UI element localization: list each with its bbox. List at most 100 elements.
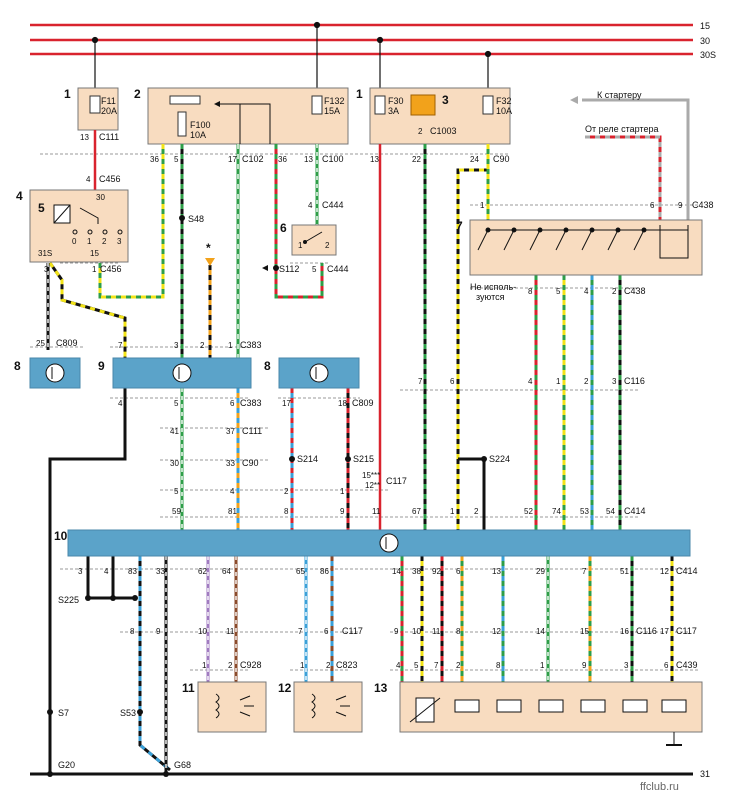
to-starter-label: К стартеру	[597, 90, 642, 100]
svg-text:6: 6	[664, 661, 669, 670]
svg-text:C117: C117	[342, 626, 363, 636]
splice-labels: S48 S112 S214 S215 S224 S225 S7 S53 G20 …	[58, 214, 510, 770]
injector-11: 11	[182, 681, 267, 733]
fuse-f132-label: F132	[324, 96, 345, 106]
component-6-label: 6	[280, 221, 287, 235]
svg-text:3: 3	[174, 341, 179, 350]
svg-text:7: 7	[434, 661, 439, 670]
fuse-f32-label: F32	[496, 96, 512, 106]
svg-text:S7: S7	[58, 708, 69, 718]
svg-text:S215: S215	[353, 454, 374, 464]
svg-text:6: 6	[450, 377, 455, 386]
svg-text:3: 3	[624, 661, 629, 670]
svg-text:30: 30	[96, 193, 105, 202]
rail-30-label: 30	[700, 36, 710, 46]
component-8b-label: 8	[264, 359, 271, 373]
unused-note-line1: Не исполь-	[470, 282, 516, 292]
component-8a-label: 8	[14, 359, 21, 373]
svg-text:16: 16	[620, 627, 629, 636]
svg-text:7: 7	[582, 567, 587, 576]
fuse-block-2: 2 F100 10A F132 15A	[134, 87, 349, 145]
ecu-10: 10	[54, 529, 691, 557]
svg-text:G20: G20	[58, 760, 75, 770]
svg-text:31S: 31S	[38, 249, 52, 258]
svg-text:4: 4	[86, 175, 91, 184]
svg-text:C414: C414	[676, 566, 698, 576]
svg-text:5: 5	[174, 487, 179, 496]
svg-text:53: 53	[580, 507, 589, 516]
svg-text:9: 9	[678, 201, 683, 210]
svg-text:36: 36	[278, 155, 287, 164]
svg-text:11: 11	[372, 507, 381, 516]
svg-text:C90: C90	[242, 458, 259, 468]
rail-30s-label: 30S	[700, 50, 716, 60]
svg-text:S214: S214	[297, 454, 318, 464]
svg-text:10: 10	[198, 627, 207, 636]
svg-text:5: 5	[414, 661, 419, 670]
svg-text:62: 62	[198, 567, 207, 576]
svg-text:1: 1	[298, 241, 303, 250]
svg-text:C116: C116	[624, 376, 645, 386]
svg-text:2: 2	[612, 287, 617, 296]
fuse-f132-amps: 15A	[324, 106, 340, 116]
svg-text:S224: S224	[489, 454, 510, 464]
component-12-label: 12	[278, 681, 292, 695]
svg-text:1: 1	[87, 237, 92, 246]
svg-text:17: 17	[228, 155, 237, 164]
svg-text:C100: C100	[322, 154, 344, 164]
svg-text:4: 4	[396, 661, 401, 670]
svg-text:86: 86	[320, 567, 329, 576]
svg-text:29: 29	[536, 567, 545, 576]
svg-text:17: 17	[282, 399, 291, 408]
svg-text:C1003: C1003	[430, 126, 457, 136]
svg-text:1: 1	[92, 265, 97, 274]
svg-text:8: 8	[130, 627, 135, 636]
pin-numbers: 13 4 36 5 17 36 13 13 22 24 2 4 5 1 6 9 …	[36, 127, 683, 670]
site-watermark: ffclub.ru	[640, 781, 679, 793]
svg-text:C809: C809	[56, 338, 78, 348]
svg-text:83: 83	[128, 567, 137, 576]
component-3-label: 3	[442, 93, 449, 107]
svg-text:C444: C444	[327, 264, 349, 274]
svg-text:1: 1	[228, 341, 233, 350]
svg-text:S112: S112	[279, 264, 299, 274]
svg-text:64: 64	[222, 567, 231, 576]
svg-text:6: 6	[324, 627, 329, 636]
svg-text:12: 12	[492, 627, 501, 636]
svg-text:11: 11	[226, 627, 235, 636]
component-7-label: 7	[456, 219, 463, 233]
fuse-f30-amps: 3A	[388, 106, 399, 116]
svg-text:1: 1	[340, 487, 345, 496]
svg-text:C383: C383	[240, 340, 262, 350]
fuse-f32-amps: 10A	[496, 106, 512, 116]
svg-text:C823: C823	[336, 660, 358, 670]
svg-text:2: 2	[474, 507, 479, 516]
svg-text:13: 13	[80, 133, 89, 142]
svg-text:2: 2	[584, 377, 589, 386]
component-13-label: 13	[374, 681, 388, 695]
svg-text:C111: C111	[99, 132, 119, 142]
svg-text:15: 15	[90, 249, 99, 258]
svg-text:1: 1	[300, 661, 305, 670]
svg-text:15: 15	[580, 627, 589, 636]
svg-text:13: 13	[304, 155, 313, 164]
svg-text:C102: C102	[242, 154, 264, 164]
svg-text:81: 81	[228, 507, 237, 516]
svg-text:59: 59	[172, 507, 181, 516]
svg-text:9: 9	[582, 661, 587, 670]
svg-text:6: 6	[456, 567, 461, 576]
fuse-f11-label: F11	[101, 96, 116, 106]
svg-text:C414: C414	[624, 506, 646, 516]
fuse-f100-label: F100	[190, 120, 211, 130]
component-2-label: 2	[134, 87, 141, 101]
svg-text:15***: 15***	[362, 471, 380, 480]
svg-text:4: 4	[230, 487, 235, 496]
ground-rail-label: 31	[700, 769, 710, 779]
svg-text:33: 33	[226, 459, 235, 468]
svg-text:S48: S48	[188, 214, 204, 224]
svg-text:1: 1	[540, 661, 545, 670]
svg-text:3: 3	[44, 265, 49, 274]
svg-text:S225: S225	[58, 595, 79, 605]
svg-text:C438: C438	[624, 286, 646, 296]
svg-text:3: 3	[117, 237, 122, 246]
